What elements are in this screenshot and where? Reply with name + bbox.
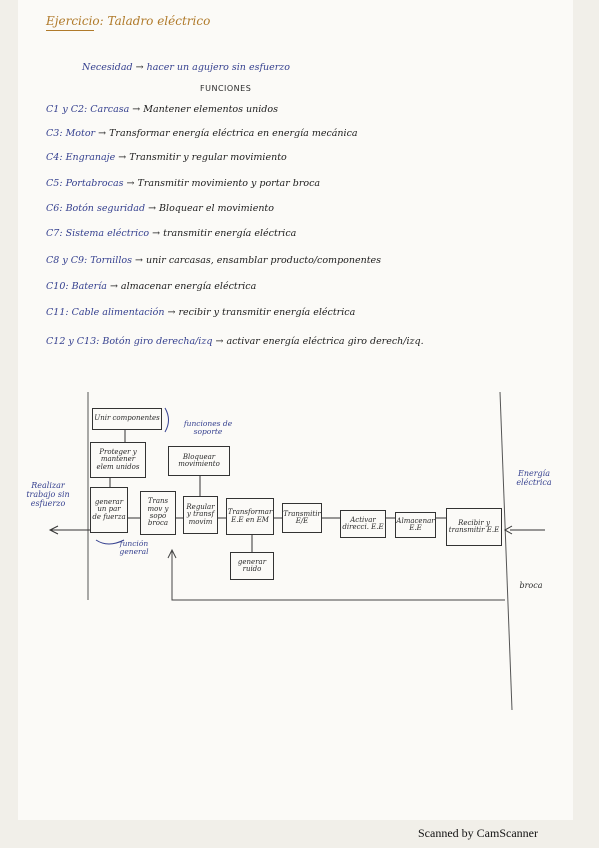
- function-part: Botón giro derecha/izq: [102, 336, 213, 347]
- exercise-title: Ejercicio: Taladro eléctrico: [46, 14, 210, 31]
- box-transmitir-movimiento: Trans mov y sopo broca: [140, 491, 176, 535]
- function-code: C6: [46, 203, 60, 214]
- function-code: C8 y C9: [46, 255, 85, 266]
- label-broca: broca: [519, 581, 543, 590]
- function-code: C4: [46, 152, 60, 163]
- output-arrowhead: [48, 525, 59, 535]
- scanner-watermark: Scanned by CamScanner: [418, 826, 538, 840]
- function-part: Portabrocas: [65, 178, 124, 189]
- function-action: activar energía eléctrica giro derech/iz…: [226, 336, 424, 347]
- function-code: C1 y C2: [46, 104, 85, 115]
- function-action: Transformar energía eléctrica en energía…: [109, 128, 358, 139]
- function-item: C6: Botón seguridad → Bloquear el movimi…: [46, 203, 274, 214]
- arrow-glyph: →: [135, 62, 147, 73]
- function-code: C5: [46, 178, 60, 189]
- function-action: almacenar energía eléctrica: [120, 281, 257, 292]
- box-bloquear: Bloquear movimiento: [168, 446, 230, 476]
- function-item: C12 y C13: Botón giro derecha/izq → acti…: [46, 336, 424, 347]
- function-action: unir carcasas, ensamblar producto/compon…: [145, 255, 382, 266]
- box-activar: Activar direcci. E.E: [340, 510, 386, 538]
- function-action: Mantener elementos unidos: [143, 104, 278, 115]
- function-item: C5: Portabrocas → Transmitir movimiento …: [46, 178, 321, 189]
- function-item: C1 y C2: Carcasa → Mantener elementos un…: [46, 104, 278, 115]
- box-almacenar: Almacenar E.E: [395, 512, 436, 538]
- function-part: Botón seguridad: [65, 203, 146, 214]
- functions-heading: FUNCIONES: [200, 84, 252, 93]
- function-item: C8 y C9: Tornillos → unir carcasas, ensa…: [46, 255, 382, 266]
- function-action: Transmitir y regular movimiento: [129, 152, 287, 163]
- function-code: C3: [46, 128, 60, 139]
- function-action: Transmitir movimiento y portar broca: [137, 178, 321, 189]
- function-part: Sistema eléctrico: [65, 228, 150, 239]
- label-support-functions: funciones de soporte: [183, 419, 233, 437]
- label-input: Energía eléctrica: [516, 469, 552, 487]
- box-transformar: Transformar E.E en EM: [226, 498, 274, 535]
- need-label: Necesidad: [82, 62, 133, 73]
- function-part: Cable alimentación: [71, 307, 165, 318]
- input-arrowhead: [503, 525, 513, 535]
- label-output: Realizar trabajo sin esfuerzo: [26, 481, 70, 508]
- function-item: C3: Motor → Transformar energía eléctric…: [46, 128, 358, 139]
- function-action: Bloquear el movimiento: [159, 203, 274, 214]
- function-code: C12 y C13: [46, 336, 97, 347]
- label-general-function: función general: [119, 539, 149, 557]
- box-generar-ruido: generar ruido: [230, 552, 274, 580]
- function-item: C11: Cable alimentación → recibir y tran…: [46, 307, 356, 318]
- function-code: C7: [46, 228, 60, 239]
- function-part: Carcasa: [90, 104, 130, 115]
- function-part: Motor: [65, 128, 96, 139]
- paper-sheet: [18, 0, 573, 820]
- box-transmitir-ee: Transmitir E/E: [282, 503, 322, 533]
- function-part: Engranaje: [65, 152, 116, 163]
- box-unir-componentes: Unir componentes: [92, 408, 162, 430]
- function-code: C10: [46, 281, 66, 292]
- box-generar-par: generar un par de fuerza: [90, 487, 128, 533]
- function-action: transmitir energía eléctrica: [163, 228, 297, 239]
- function-item: C4: Engranaje → Transmitir y regular mov…: [46, 152, 287, 163]
- function-code: C11: [46, 307, 66, 318]
- need-text: hacer un agujero sin esfuerzo: [146, 62, 290, 73]
- box-recibir: Recibir y transmitir E.E: [446, 508, 502, 546]
- function-item: C7: Sistema eléctrico → transmitir energ…: [46, 228, 297, 239]
- function-action: recibir y transmitir energía eléctrica: [178, 307, 356, 318]
- function-part: Batería: [71, 281, 107, 292]
- box-proteger: Proteger y mantener elem unidos: [90, 442, 146, 478]
- function-item: C10: Batería → almacenar energía eléctri…: [46, 281, 257, 292]
- right-boundary: [499, 391, 513, 711]
- function-part: Tornillos: [90, 255, 132, 266]
- need-statement: Necesidad → hacer un agujero sin esfuerz…: [82, 62, 290, 73]
- box-regular: Regular y transf movim: [183, 496, 218, 534]
